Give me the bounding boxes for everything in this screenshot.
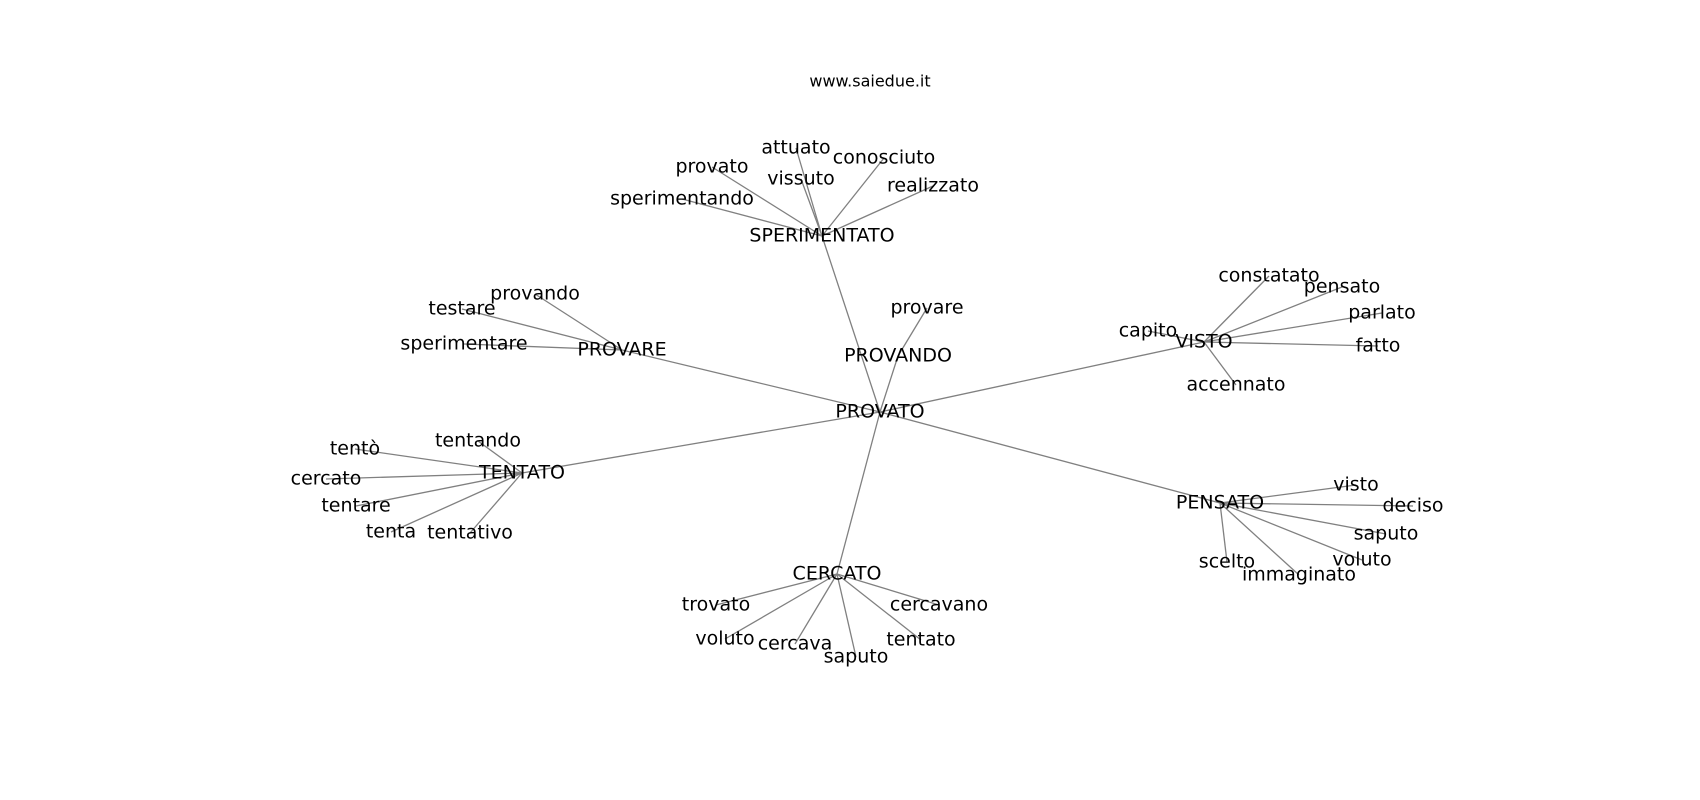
node-provare_u: PROVARE (577, 339, 666, 361)
edge-visto_u-v_accennato (1203, 341, 1237, 386)
node-t_tentativo: tentativo (427, 522, 513, 544)
edge-sperimentato-s_conosciuto (821, 157, 885, 237)
edge-cercato_u-c_cercavano (836, 573, 940, 606)
node-v_accennato: accennato (1186, 374, 1285, 396)
node-p_provando: provando (490, 283, 580, 305)
node-s_provato: provato (675, 156, 748, 178)
node-c_trovato: trovato (682, 594, 750, 616)
edge-visto_u-v_parlato (1203, 312, 1383, 343)
node-provando: PROVANDO (844, 345, 952, 367)
edge-cercato_u-c_voluto (724, 573, 838, 640)
node-pe_immaginato: immaginato (1242, 564, 1356, 586)
node-c_cercavano: cercavano (890, 594, 988, 616)
edge-pensato_u-pe_scelto (1219, 502, 1228, 563)
edge-provato_c-pensato_u (879, 411, 1221, 504)
edge-provare_u-p_testare (461, 308, 623, 351)
node-s_attuato: attuato (761, 137, 830, 159)
node-s_vissuto: vissuto (767, 168, 834, 190)
edge-cercato_u-c_tentato (836, 573, 922, 641)
node-t_tentare: tentare (321, 495, 390, 517)
node-v_capito: capito (1119, 320, 1178, 342)
node-v_constatato: constatato (1218, 265, 1319, 287)
edge-pensato_u-pe_saputo (1219, 502, 1387, 535)
node-c_voluto: voluto (695, 628, 754, 650)
graph-title: www.saiedue.it (809, 72, 930, 91)
edge-visto_u-v_capito (1147, 330, 1205, 343)
node-c_tentato: tentato (886, 629, 955, 651)
edges (325, 147, 1414, 658)
node-t_tentando: tentando (435, 430, 521, 452)
edge-pensato_u-pe_visto (1219, 484, 1357, 504)
edge-visto_u-v_pensato (1203, 286, 1343, 343)
node-cercato_u: CERCATO (793, 563, 882, 585)
edge-sperimentato-s_vissuto (800, 178, 823, 237)
edge-cercato_u-c_cercava (794, 573, 838, 645)
edge-provare_u-p_provando (534, 293, 623, 351)
edge-visto_u-v_fatto (1203, 341, 1379, 347)
edge-tentato_u-t_tentativo (469, 472, 523, 534)
edge-sperimentato-s_sperimentando (681, 198, 823, 237)
node-sperimentato: SPERIMENTATO (749, 225, 894, 247)
edge-tentato_u-t_cercato (325, 472, 523, 480)
node-t_cercato: cercato (291, 468, 362, 490)
edge-provato_c-cercato_u (836, 411, 881, 575)
node-s_realizzato: realizzato (887, 175, 979, 197)
edge-tentato_u-t_tentare (355, 472, 523, 507)
edge-provato_c-provare_u (621, 349, 881, 413)
node-pe_saputo: saputo (1354, 523, 1419, 545)
edge-provando-provare_l (897, 307, 928, 357)
edge-provato_c-visto_u (879, 341, 1205, 413)
edge-tentato_u-t_tenta (390, 472, 523, 533)
node-p_sperimentare: sperimentare (400, 333, 527, 355)
node-v_pensato: pensato (1304, 276, 1380, 298)
edge-provato_c-tentato_u (521, 411, 881, 474)
node-pe_voluto: voluto (1332, 549, 1391, 571)
node-p_testare: testare (428, 298, 495, 320)
edge-sperimentato-s_provato (711, 166, 823, 237)
edge-sperimentato-s_attuato (795, 147, 823, 237)
edge-pensato_u-pe_deciso (1219, 502, 1414, 507)
edge-tentato_u-t_tento (354, 448, 523, 474)
node-tentato_u: TENTATO (478, 462, 565, 484)
node-v_parlato: parlato (1348, 302, 1416, 324)
node-labels: PROVATO PROVANDO provare SPERIMENTATO PROVAR… (291, 137, 1444, 668)
edge-pensato_u-pe_immaginato (1219, 502, 1300, 576)
edge-provare_u-p_sperimentare (463, 343, 623, 351)
node-pe_scelto: scelto (1199, 551, 1255, 573)
node-provare_l: provare (890, 297, 963, 319)
node-pe_visto: visto (1333, 474, 1379, 496)
edge-pensato_u-pe_voluto (1219, 502, 1363, 561)
edge-tentato_u-t_tentando (477, 440, 523, 474)
edge-cercato_u-c_trovato (715, 573, 838, 606)
node-v_fatto: fatto (1356, 335, 1401, 357)
node-s_conosciuto: conosciuto (833, 147, 935, 169)
node-c_cercava: cercava (758, 633, 833, 655)
edge-cercato_u-c_saputo (836, 573, 857, 658)
node-t_tento: tentò (330, 438, 380, 460)
node-s_sperimentando: sperimentando (610, 188, 754, 210)
edge-provato_c-sperimentato (821, 235, 881, 413)
node-pe_deciso: deciso (1383, 495, 1444, 517)
node-provato_c: PROVATO (835, 401, 924, 423)
node-visto_u: VISTO (1175, 331, 1232, 353)
edge-sperimentato-s_realizzato (821, 185, 934, 237)
node-c_saputo: saputo (824, 646, 889, 668)
edge-provato_c-provando (879, 355, 899, 413)
node-pensato_u: PENSATO (1176, 492, 1264, 514)
edge-visto_u-v_constatato (1203, 275, 1270, 343)
node-t_tenta: tenta (366, 521, 416, 543)
